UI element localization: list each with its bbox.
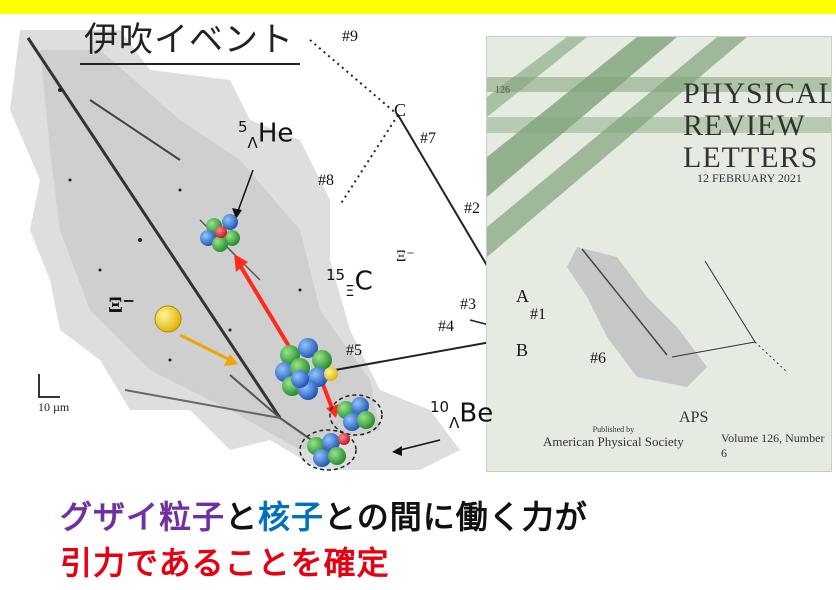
c15-symbol: C <box>354 266 373 297</box>
aps-logo: APS <box>679 409 709 426</box>
top-highlight-bar <box>0 0 836 14</box>
journal-publisher: Published by American Physical Society <box>543 425 684 450</box>
conclusion-nucleon: 核子 <box>258 498 325 536</box>
label-A: A <box>516 286 529 306</box>
label-n3: #3 <box>460 296 476 313</box>
journal-title: PHYSICAL REVIEW LETTERS <box>683 77 832 175</box>
label-n1: #1 <box>530 306 546 323</box>
label-n8: #8 <box>318 172 334 189</box>
label-n5: #5 <box>346 342 362 359</box>
journal-volume: Volume 126, Number 6 <box>721 431 825 460</box>
label-xi-big: Ξ⁻ <box>108 292 135 317</box>
conclusion-xi-particle: グザイ粒子 <box>60 498 226 536</box>
label-n7: #7 <box>420 130 436 147</box>
label-he5: 5ΛHe <box>238 118 293 152</box>
label-n6: #6 <box>590 350 606 367</box>
be10-mass: 10 <box>430 398 450 416</box>
scale-bar <box>38 374 60 398</box>
c15-mass: 15 <box>326 266 346 284</box>
he5-mass: 5 <box>238 118 248 136</box>
label-n2: #2 <box>464 200 480 217</box>
label-be10: 10ΛBe <box>430 398 493 432</box>
be10-sub: Λ <box>449 413 460 432</box>
published-by-label: Published by <box>592 425 635 434</box>
c15-sub: Ξ <box>345 281 355 300</box>
page-title: 伊吹イベント <box>80 12 300 65</box>
scale-label: 10 µm <box>38 400 70 414</box>
conclusion-force-between: との間に働く力が <box>324 498 588 536</box>
label-n4: #4 <box>438 318 454 335</box>
conclusion-line2: 引力であることを確定 <box>60 544 390 582</box>
be10-symbol: Be <box>459 398 494 429</box>
emulsion-photo <box>10 30 609 471</box>
journal-title-line3: LETTERS <box>683 141 819 174</box>
label-xi-small: Ξ⁻ <box>396 248 415 265</box>
journal-cover: 126 PHYSICAL REVIEW LETTERS 12 FEBRUARY … <box>486 36 832 472</box>
he5-sub: Λ <box>247 133 258 152</box>
label-n9: #9 <box>342 28 358 45</box>
conclusion-line1: グザイ粒子と核子との間に働く力が <box>60 492 588 538</box>
journal-stripes <box>487 37 831 387</box>
label-C: C <box>394 100 407 120</box>
label-c15: 15ΞC <box>326 266 373 300</box>
journal-date: 12 FEBRUARY 2021 <box>697 171 802 185</box>
conclusion-and: と <box>225 498 259 536</box>
label-B: B <box>516 340 529 360</box>
journal-title-line2: REVIEW <box>683 109 806 142</box>
he5-symbol: He <box>257 118 294 149</box>
journal-title-line1: PHYSICAL <box>683 77 832 110</box>
publisher-name: American Physical Society <box>543 434 684 449</box>
journal-page-number: 126 <box>495 85 510 96</box>
